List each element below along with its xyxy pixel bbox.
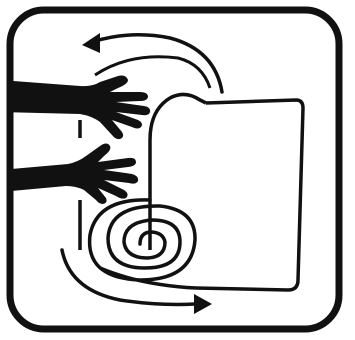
mattress-slab <box>196 100 303 290</box>
